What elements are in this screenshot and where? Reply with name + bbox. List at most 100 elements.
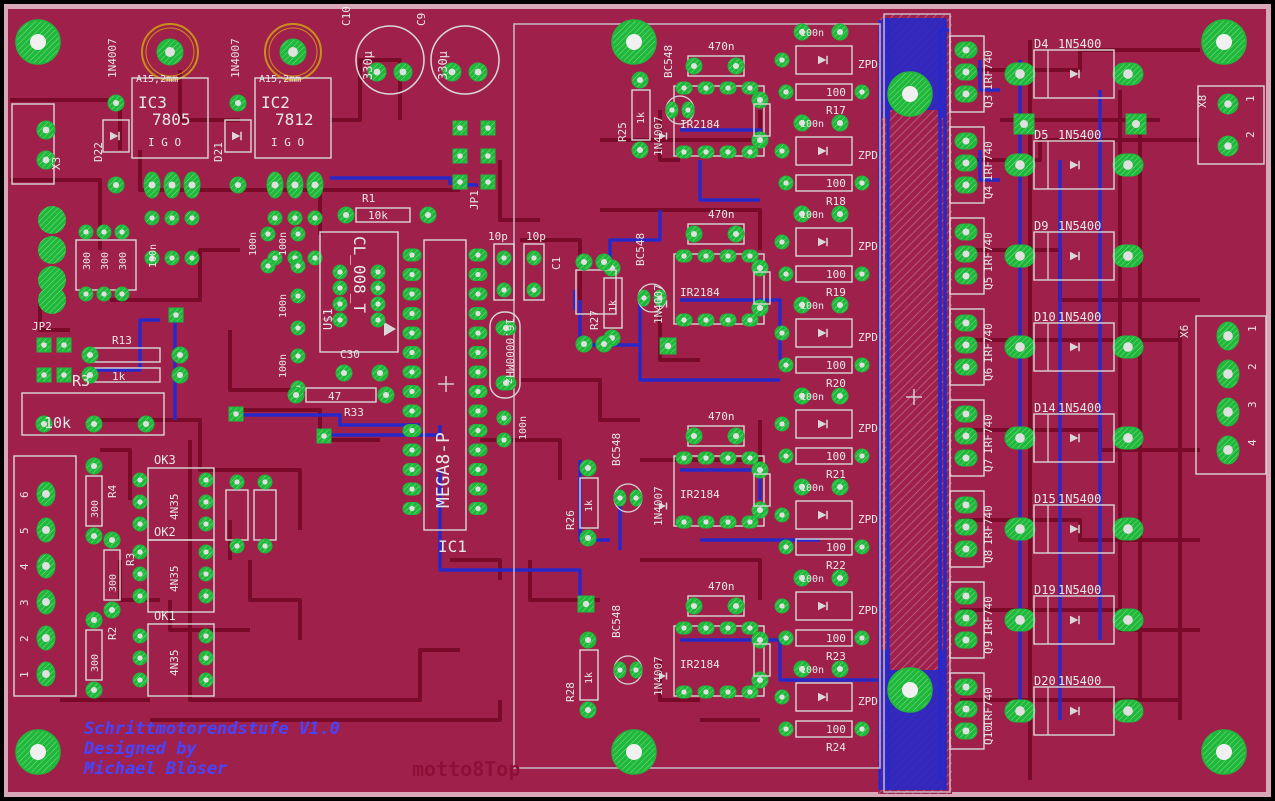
resistor-value: 100	[826, 541, 846, 554]
diode-triangle	[818, 328, 827, 338]
mounting-hole-drill	[30, 34, 46, 50]
pad-drill	[636, 76, 644, 84]
pad-drill	[779, 421, 785, 427]
diode-triangle	[818, 601, 827, 611]
pad-drill	[779, 512, 785, 518]
pad-drill	[580, 258, 588, 266]
pad-drill	[756, 676, 764, 684]
regulator-outline	[254, 77, 332, 159]
pad-drill	[962, 683, 970, 691]
diode-value: 1N5400	[1058, 219, 1101, 233]
zpd-outline	[795, 409, 853, 439]
pad-drill	[337, 301, 343, 307]
resistor-r1-value: 10k	[368, 209, 388, 222]
pad-drill	[703, 85, 709, 91]
pad-drill	[725, 455, 731, 461]
pad-drill	[1123, 342, 1133, 352]
pad-drill	[295, 293, 301, 299]
zpd-outline	[795, 591, 853, 621]
pad-drill	[703, 253, 709, 259]
diode-value: 1N5400	[1058, 492, 1101, 506]
resistor-r33-value: 47	[328, 390, 341, 403]
mcu-ic1-outline	[423, 239, 467, 531]
diode-triangle	[1070, 342, 1079, 352]
resistor-ref: R24	[826, 741, 846, 754]
pad-drill	[836, 483, 844, 491]
diode-triangle	[1070, 433, 1079, 443]
mounting-hole-drill	[902, 86, 918, 102]
pad-drill	[203, 521, 209, 527]
pad-drill	[681, 455, 687, 461]
transistor-value: BC548	[662, 45, 675, 78]
diode-outline	[1033, 413, 1115, 463]
mcu-ic1-value: MEGA8-P	[433, 432, 454, 508]
resistor-outline	[579, 477, 599, 529]
pad-drill	[475, 291, 481, 297]
pad-drill	[747, 689, 753, 695]
pad-drill	[233, 411, 239, 417]
resistor-value: 300	[82, 252, 93, 270]
pad-drill	[1132, 120, 1140, 128]
pad-drill	[747, 317, 753, 323]
pad-drill	[312, 255, 318, 261]
zpd-diode-icon	[818, 328, 828, 338]
resistor-value: 300	[108, 574, 119, 592]
pad-drill	[295, 353, 301, 359]
diode-icon	[1070, 342, 1080, 352]
cap-470n-label: 470n	[708, 40, 735, 53]
pad-drill	[836, 574, 844, 582]
pad-drill	[475, 369, 481, 375]
zpd-diode-icon	[818, 510, 828, 520]
diode-triangle	[659, 132, 666, 140]
pad-drill	[295, 231, 301, 237]
pad-drill	[409, 427, 415, 434]
pad-drill	[169, 215, 175, 221]
resistor-value: 100	[826, 86, 846, 99]
driver-ic-outline	[673, 85, 765, 157]
diode-triangle	[1070, 524, 1079, 534]
connector-x8-pin: 1	[1244, 95, 1257, 102]
mosfet-outline	[949, 581, 985, 659]
pad-drill	[337, 285, 343, 291]
pad-drill	[725, 149, 731, 155]
led-pad	[38, 286, 66, 314]
pad-drill	[137, 477, 143, 483]
resistor-outline	[631, 89, 651, 141]
pad-drill	[42, 562, 50, 570]
pad-drill	[475, 271, 481, 278]
regulator-pins-label: I G O	[148, 136, 181, 149]
pad-drill	[83, 229, 89, 235]
zpd-outline	[795, 500, 853, 530]
pad-drill	[783, 544, 789, 550]
resistor-ref: R18	[826, 195, 846, 208]
pad-drill	[859, 180, 865, 186]
pad-drill	[1123, 706, 1133, 716]
diode-icon	[1070, 433, 1080, 443]
connector-x6-pin-number: 3	[1246, 401, 1259, 408]
credit-line-1: Schrittmotorendstufe V1.0	[84, 719, 340, 739]
diode-d22-outline	[102, 119, 130, 153]
zpd-label: ZPD	[858, 58, 878, 71]
pad-drill	[962, 592, 970, 600]
pad-drill	[747, 625, 753, 631]
optocoupler-value: 4N35	[168, 566, 181, 593]
pad-drill	[112, 99, 120, 107]
pad-drill	[448, 68, 456, 76]
mosfet-outline	[949, 126, 985, 204]
resistor-outline	[579, 649, 599, 701]
zpd-outline	[795, 682, 853, 712]
transistor-value: BC548	[610, 433, 623, 466]
pad-drill	[756, 304, 764, 312]
pad-drill	[409, 330, 415, 336]
cap-470n-label: 470n	[708, 410, 735, 423]
pad-drill	[685, 107, 691, 113]
pad-drill	[265, 263, 271, 269]
pad-drill	[725, 519, 731, 525]
driver-diode-icon	[659, 132, 668, 140]
resistor-outline	[795, 720, 853, 738]
diode-triangle	[659, 672, 666, 680]
pad-drill	[859, 544, 865, 550]
potentiometer-icon	[264, 23, 322, 81]
pad-drill	[641, 295, 647, 301]
